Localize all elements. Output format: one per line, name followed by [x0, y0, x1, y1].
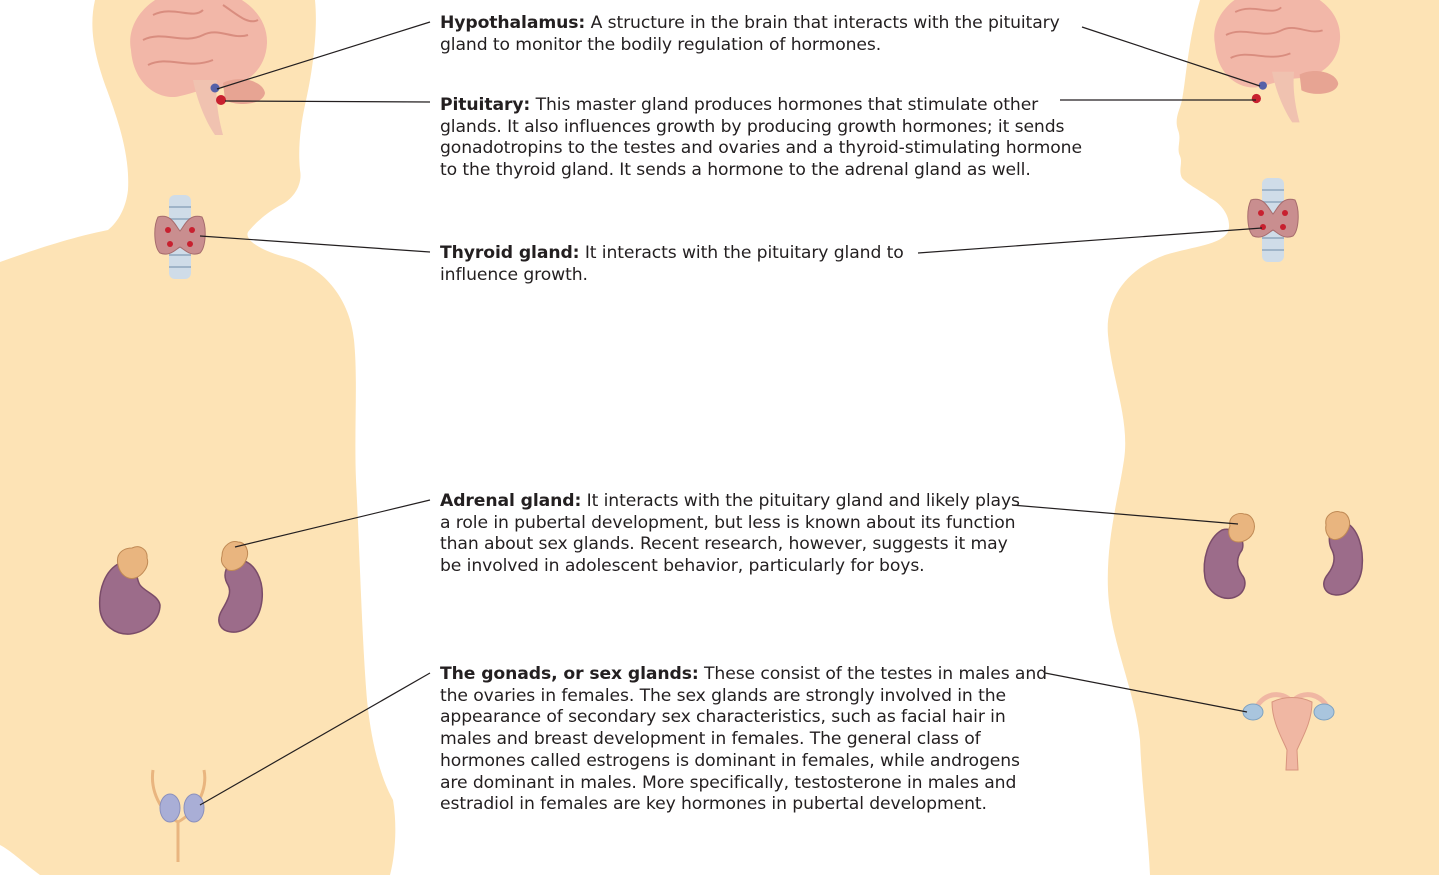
- male-pituitary-dot: [216, 95, 226, 105]
- pituitary-term: Pituitary:: [440, 95, 530, 115]
- thyroid-callout: Thyroid gland: It interacts with the pit…: [440, 243, 920, 286]
- gonads-callout: The gonads, or sex glands: These consist…: [440, 664, 1050, 816]
- male-testis-right: [184, 794, 204, 822]
- hypothalamus-callout: Hypothalamus: A structure in the brain t…: [440, 13, 1090, 56]
- male-testis-left: [160, 794, 180, 822]
- gonads-text: These consist of the testes in males and…: [440, 664, 1047, 814]
- adrenal-callout: Adrenal gland: It interacts with the pit…: [440, 491, 1030, 578]
- pituitary-text: This master gland produces hormones that…: [440, 95, 1082, 180]
- female-ovary-right: [1314, 704, 1334, 720]
- adrenal-term: Adrenal gland:: [440, 491, 581, 511]
- gonads-term: The gonads, or sex glands:: [440, 664, 699, 684]
- hypothalamus-term: Hypothalamus:: [440, 13, 585, 33]
- male-silhouette: [0, 0, 395, 875]
- thyroid-term: Thyroid gland:: [440, 243, 579, 263]
- female-pituitary-dot: [1252, 94, 1261, 103]
- male-hypothalamus-dot: [211, 84, 220, 93]
- male-body: [0, 0, 395, 875]
- female-silhouette: [1108, 0, 1439, 875]
- female-body: [1108, 0, 1439, 875]
- pituitary-callout: Pituitary: This master gland produces ho…: [440, 95, 1090, 182]
